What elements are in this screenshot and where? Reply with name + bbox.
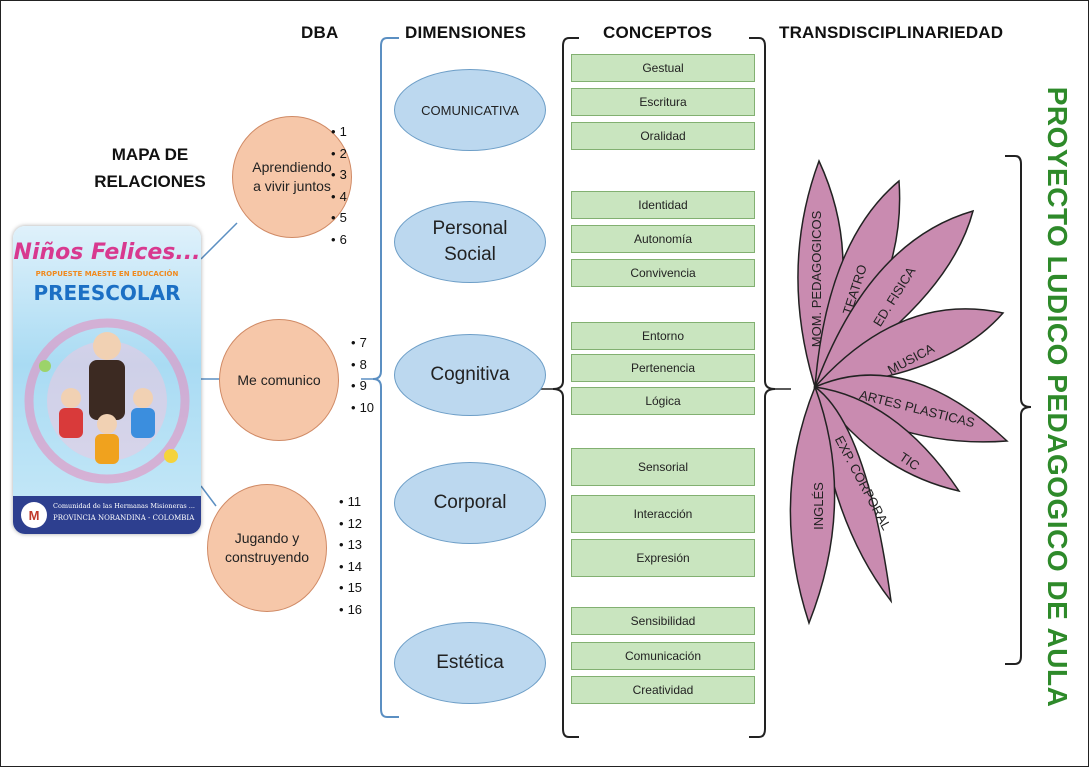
dba-number-list-1: •1 •2 •3 •4 •5 •6 [331, 121, 347, 251]
concept-box: Creatividad [571, 676, 755, 704]
cover-illustration [24, 318, 190, 484]
dba-node-label: Me comunico [237, 371, 321, 388]
dimension-corporal: Corporal [394, 462, 546, 544]
dba-node-aprendiendo: Aprendiendo a vivir juntos [232, 116, 352, 238]
svg-text:M: M [29, 508, 40, 523]
dba-number: •10 [351, 399, 375, 415]
petal-label: MOM. PEDAGOGICOS [809, 210, 824, 347]
dba-node-jugando: Jugando y construyendo [207, 484, 327, 612]
petal-artes-plasticas: ARTES PLASTICAS [813, 374, 1009, 443]
petal-tic: TIC [813, 386, 961, 493]
dba-number: •11 [339, 494, 362, 509]
petal-ingles: INGLÉS [789, 384, 836, 626]
dba-node-label: Aprendiendo [252, 159, 332, 175]
book-cover-image: Niños Felices... PROPUESTE MAESTE EN EDU… [13, 226, 201, 534]
project-bracket [1005, 155, 1032, 665]
connector-cover-dba1 [200, 222, 238, 260]
cover-footer-line2: PROVINCIA NORANDINA - COLOMBIA [53, 514, 195, 522]
petal-label: INGLÉS [811, 482, 826, 530]
concept-box: Sensorial [571, 448, 755, 486]
concept-box: Autonomía [571, 225, 755, 253]
cover-level: PREESCOLAR [33, 281, 181, 305]
dba-number: •14 [339, 558, 363, 574]
dimension-label: Personal [432, 218, 508, 239]
dba-number: •1 [331, 124, 347, 139]
concept-box: Gestual [571, 54, 755, 82]
dba-number-list-2: •7 •8 •9 •10 [351, 332, 374, 418]
dimension-label: Social [444, 244, 496, 265]
header-conceptos: CONCEPTOS [603, 23, 713, 42]
project-title-text: PROYECTO LUDICO PEDAGOGICO DE AULA [1042, 86, 1073, 708]
concept-box: Convivencia [571, 259, 755, 287]
dimension-label: Corporal [433, 492, 507, 513]
petal-ed-fisica: ED. FISICA [813, 209, 975, 389]
dimension-label: Estética [436, 652, 504, 673]
map-title-line1: MAPA DE [111, 145, 189, 164]
dba-node-me-comunico: Me comunico [219, 319, 339, 441]
concept-box: Escritura [571, 88, 755, 116]
dba-number: •15 [339, 580, 363, 596]
header-transdisciplinariedad: TRANSDISCIPLINARIEDAD [779, 23, 1004, 42]
dba-number: •5 [331, 210, 347, 226]
dba-number: •16 [339, 601, 363, 617]
dba-node-label: Jugando y [234, 530, 300, 546]
congregation-logo: M [21, 502, 47, 528]
concept-box: Lógica [571, 387, 755, 415]
dba-number: •6 [331, 231, 347, 247]
concept-box: Expresión [571, 539, 755, 577]
connector-cover-dba3 [200, 485, 217, 507]
concept-box: Sensibilidad [571, 607, 755, 635]
dba-number: •2 [331, 145, 347, 161]
cover-footer-line1: Comunidad de las Hermanas Misioneras ... [53, 502, 195, 510]
dimension-label: Cognitiva [430, 364, 510, 385]
concept-box: Identidad [571, 191, 755, 219]
dba-number: •13 [339, 537, 363, 553]
header-dimensiones: DIMENSIONES [405, 23, 527, 42]
dba-number: •3 [331, 167, 347, 183]
dba-node-label: construyendo [224, 549, 310, 565]
concept-box: Comunicación [571, 642, 755, 670]
dimension-estetica: Estética [394, 622, 546, 704]
dba-number: •12 [339, 515, 363, 531]
dba-node-label: a vivir juntos [253, 178, 331, 194]
concept-box: Interacción [571, 495, 755, 533]
dimension-comunicativa: COMUNICATIVA [394, 69, 546, 151]
concept-box: Entorno [571, 322, 755, 350]
dba-number: •8 [351, 356, 367, 372]
cover-title: Niños Felices... [13, 240, 201, 265]
cover-subtitle: PROPUESTE MAESTE EN EDUCACIÓN [35, 270, 179, 278]
concept-box: Pertenencia [571, 354, 755, 382]
dba-number: •7 [351, 335, 367, 350]
header-dba: DBA [301, 23, 339, 42]
dimension-label: COMUNICATIVA [421, 102, 519, 118]
dba-number-list-3: •11 •12 •13 •14 •15 •16 [339, 491, 362, 621]
dba-number: •9 [351, 378, 367, 394]
concept-box: Oralidad [571, 122, 755, 150]
cover-footer: M Comunidad de las Hermanas Misioneras .… [13, 496, 201, 534]
dimension-cognitiva: Cognitiva [394, 334, 546, 416]
dba-number: •4 [331, 188, 347, 204]
map-title: MAPA DE RELACIONES [75, 141, 225, 195]
map-title-line2: RELACIONES [94, 172, 206, 191]
